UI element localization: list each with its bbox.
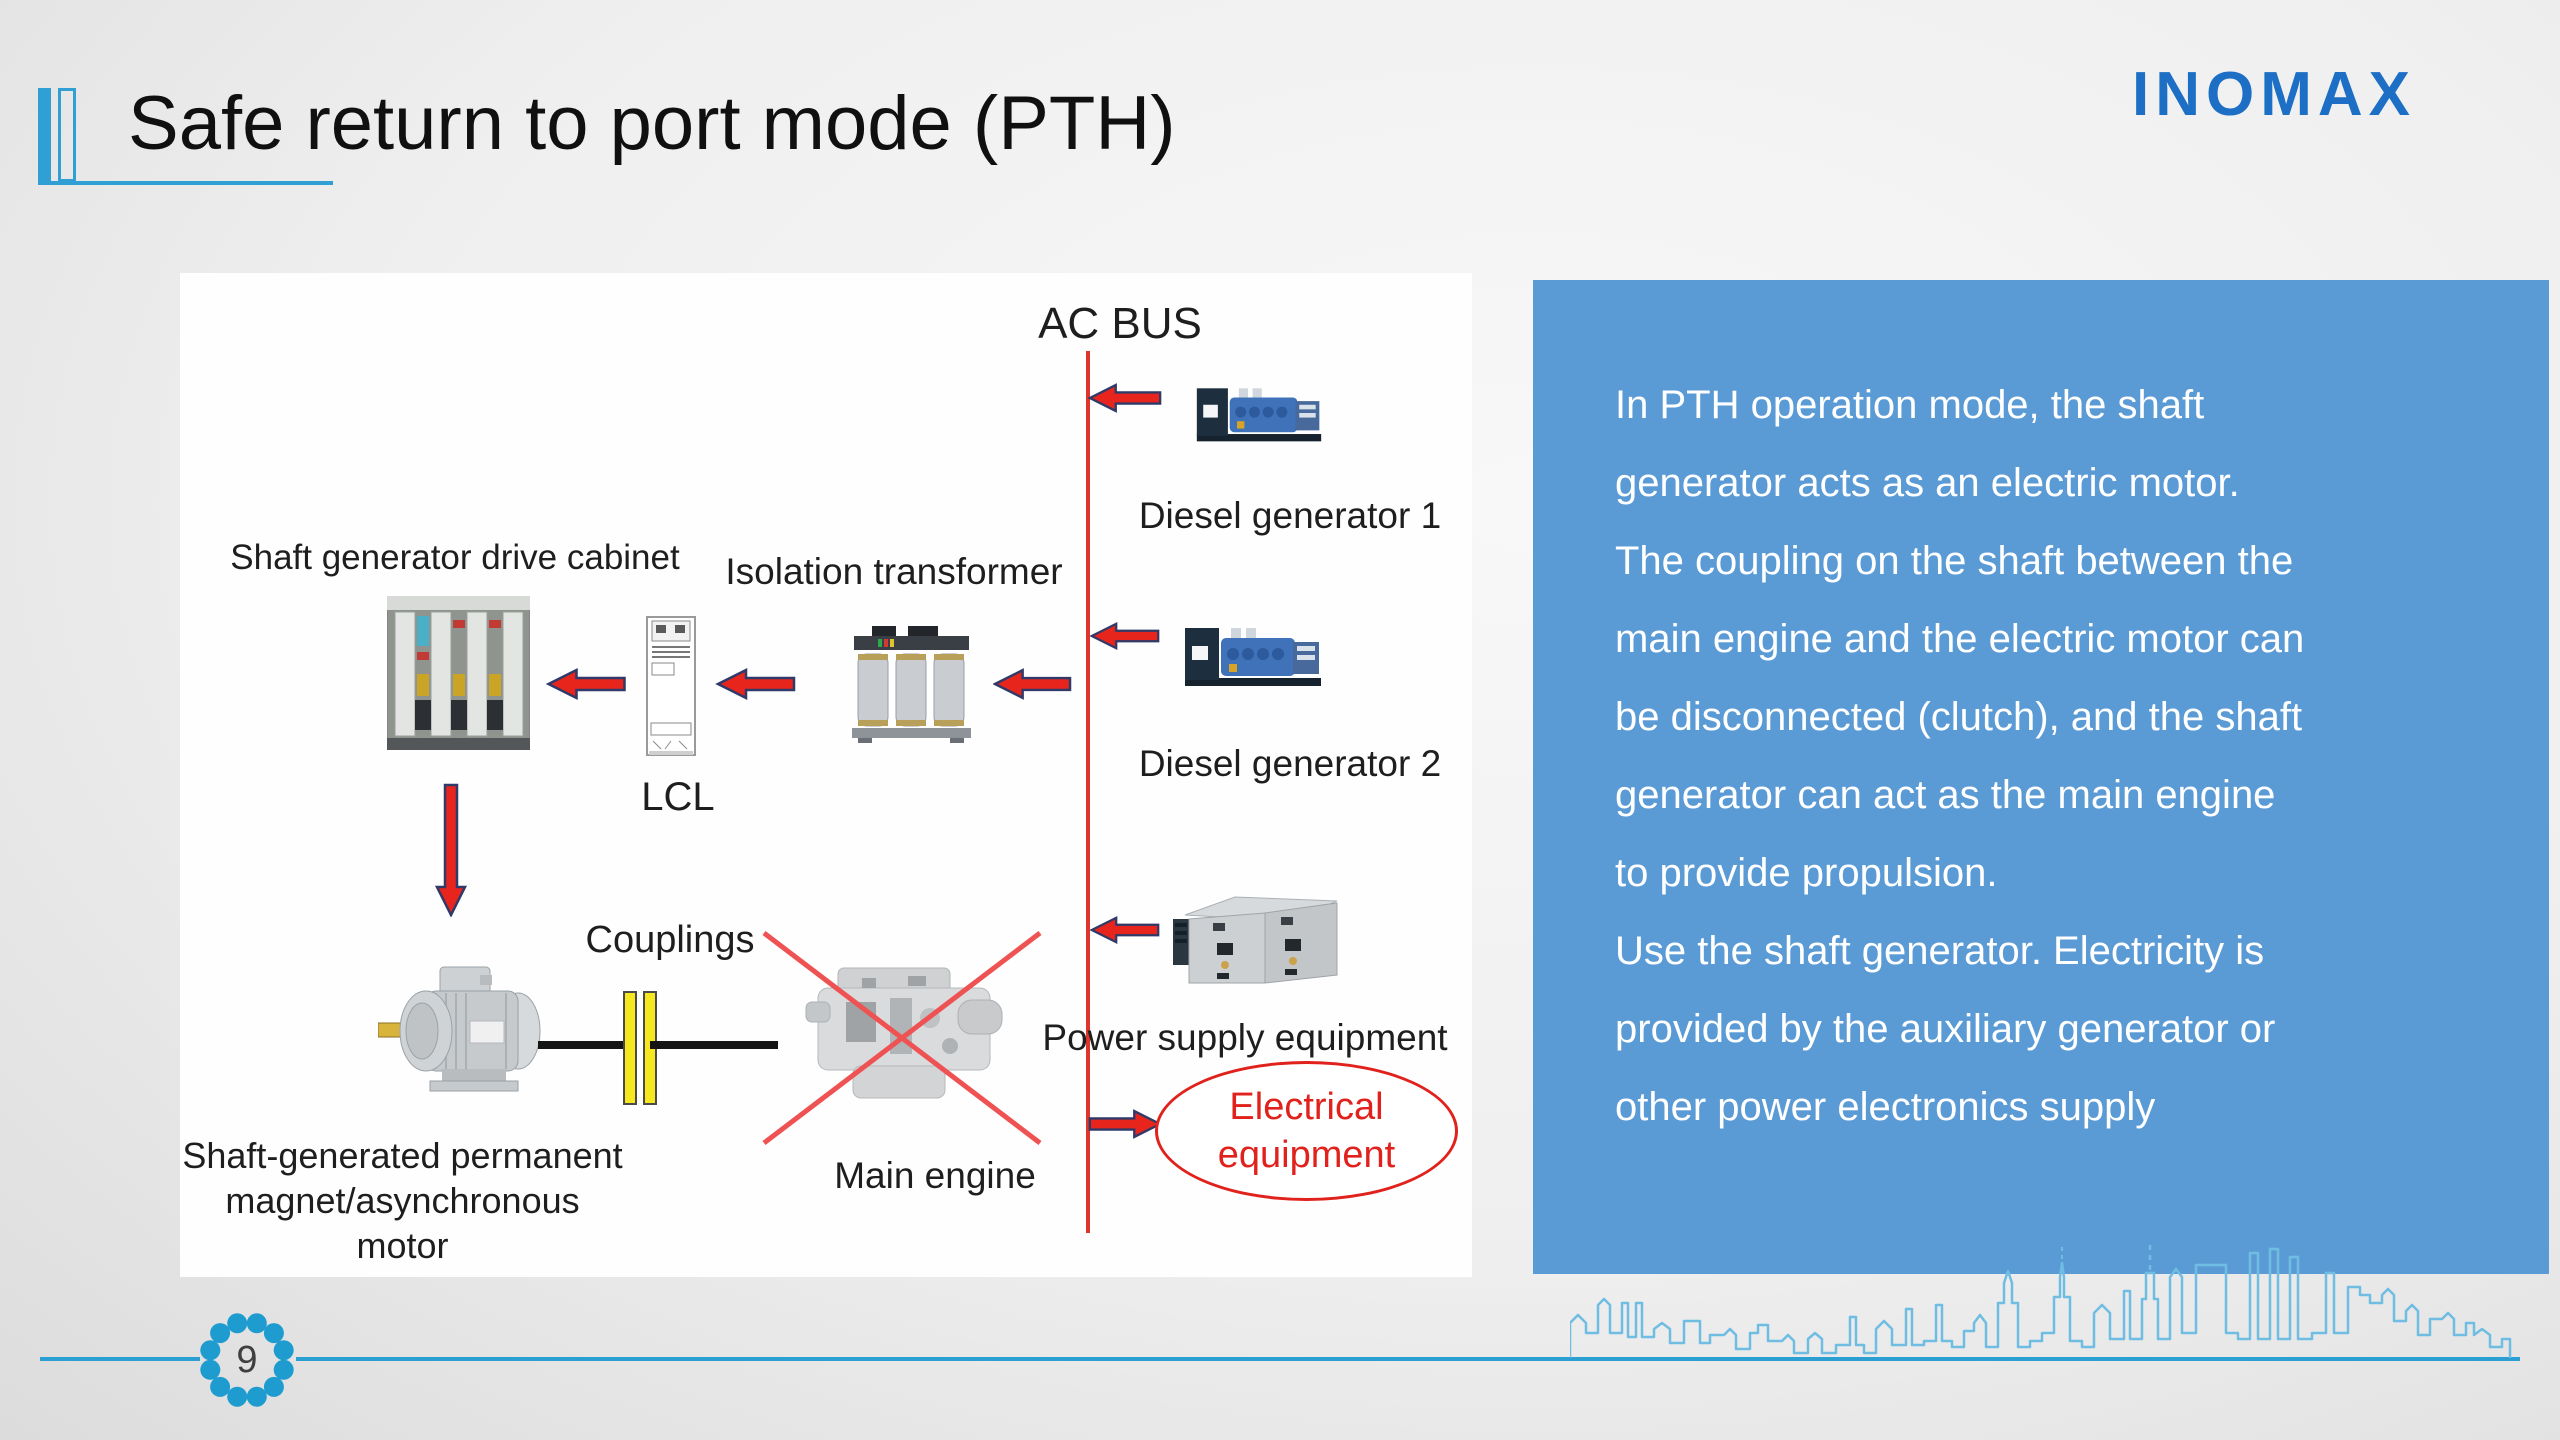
diesel-generator-2-image <box>1185 628 1321 686</box>
shaft-line-left <box>538 1041 628 1049</box>
ac-bus-line <box>1086 351 1090 1233</box>
lcl-filter-image <box>646 616 696 756</box>
shaft-cabinet-image <box>387 596 530 750</box>
inomax-logo: INOMAX <box>2132 60 2416 129</box>
arrow-bus-to-transformer <box>993 668 1072 700</box>
page-number-dot-ring <box>200 1313 294 1407</box>
power-supply-equipment-image <box>1173 896 1338 984</box>
red-cross-mark <box>762 931 1042 1145</box>
lcl-label: LCL <box>641 775 715 819</box>
footer-rule-right <box>296 1357 2520 1361</box>
diesel-generator-1-label: Diesel generator 1 <box>1138 495 1442 536</box>
arrow-lcl-to-cabinet <box>545 667 626 701</box>
power-supply-equipment-label: Power supply equipment <box>1042 1017 1448 1058</box>
coupling-bar <box>623 991 637 1105</box>
shaft-motor-image <box>378 966 541 1092</box>
title-accent-bar-2 <box>58 88 76 182</box>
skyline-graphic <box>1570 1245 2512 1358</box>
footer-rule-left <box>40 1357 200 1361</box>
isolation-transformer-label: Isolation transformer <box>725 551 1063 592</box>
electrical-equipment-label: Electrical equipment <box>1217 1086 1396 1176</box>
arrow-cabinet-to-motor <box>434 783 468 917</box>
arrow-psu-to-bus <box>1090 915 1160 945</box>
electrical-equipment-ellipse: Electrical equipment <box>1155 1061 1458 1201</box>
diesel-generator-2-label: Diesel generator 2 <box>1138 743 1442 784</box>
arrow-gen2-to-bus <box>1090 621 1160 651</box>
arrow-gen1-to-bus <box>1088 383 1162 413</box>
title-accent-bar-1 <box>38 88 51 182</box>
info-panel: In PTH operation mode, the shaft generat… <box>1533 280 2549 1274</box>
page-number-badge: 9 <box>199 1312 295 1408</box>
info-text: In PTH operation mode, the shaft generat… <box>1615 383 2305 1129</box>
diesel-generator-1-image <box>1196 388 1322 442</box>
title-underline <box>38 181 333 185</box>
diagram-panel: AC BUS Diesel generator 1 <box>180 273 1472 1277</box>
page-number: 9 <box>236 1338 258 1381</box>
ac-bus-label: AC BUS <box>1038 299 1202 348</box>
arrow-transformer-to-lcl <box>715 667 796 701</box>
main-engine-label: Main engine <box>834 1155 1036 1196</box>
shaft-cabinet-label: Shaft generator drive cabinet <box>230 538 680 577</box>
shaft-motor-label: Shaft-generated permanent magnet/asynchr… <box>182 1135 623 1266</box>
arrow-bus-to-electrical <box>1088 1109 1162 1139</box>
coupling-image <box>623 991 657 1105</box>
shaft-line-right <box>650 1041 778 1049</box>
isolation-transformer-image <box>852 626 971 743</box>
page-title: Safe return to port mode (PTH) <box>128 81 1176 166</box>
couplings-label: Couplings <box>585 919 755 961</box>
